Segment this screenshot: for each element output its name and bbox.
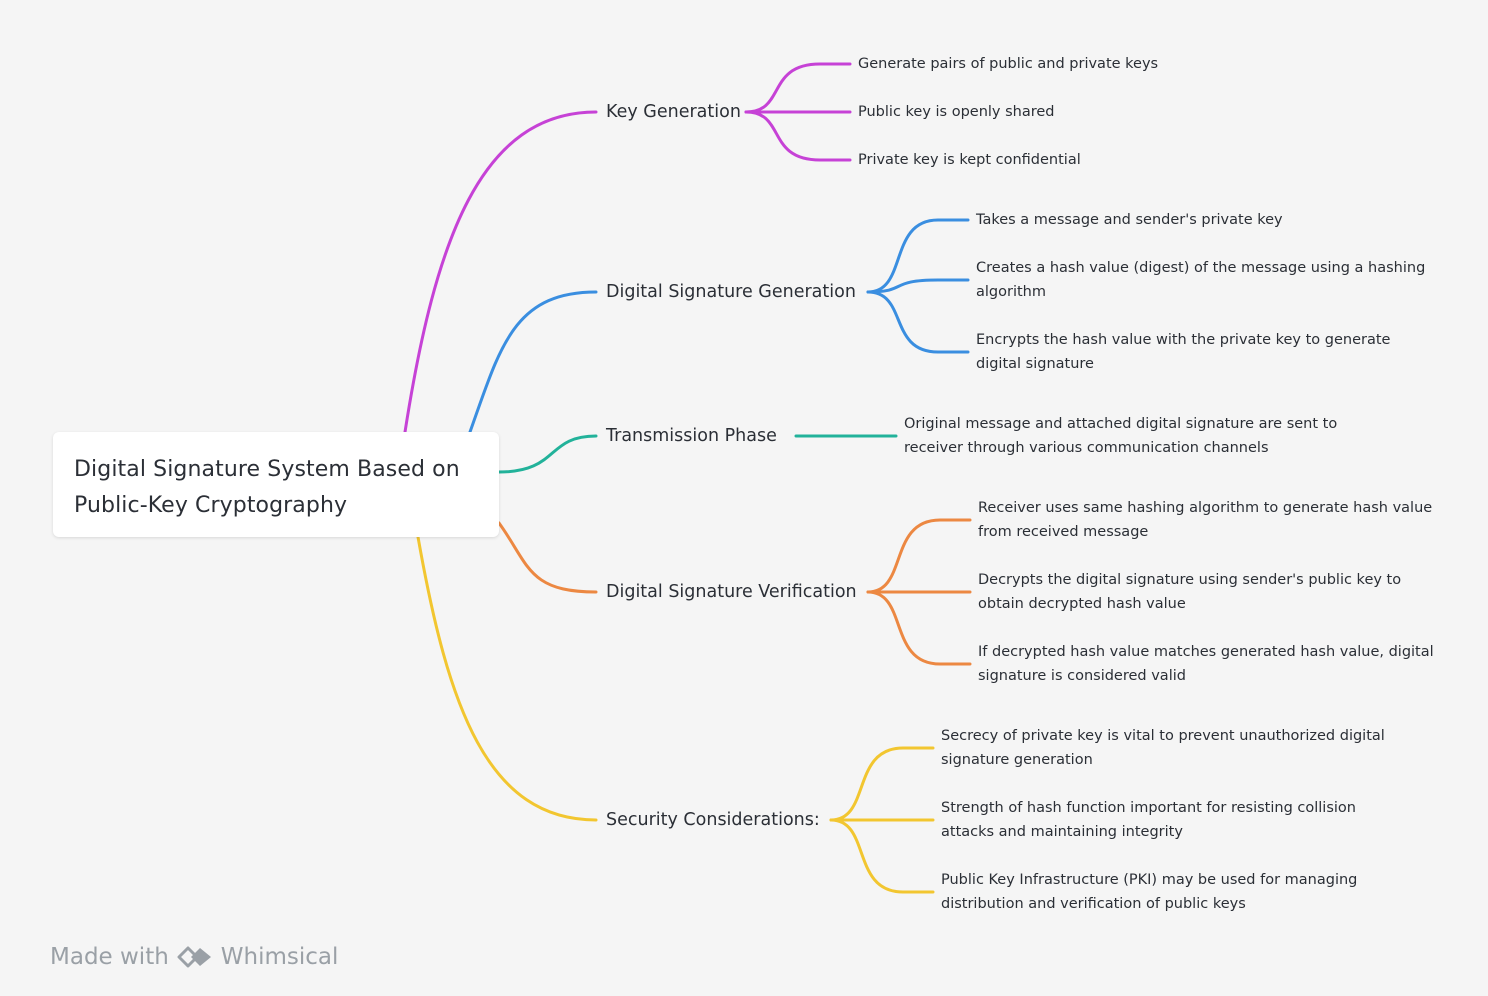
- leaf-connector: [744, 62, 852, 114]
- leaf-node[interactable]: Private key is kept confidential: [858, 152, 1081, 168]
- branch-label[interactable]: Key Generation: [606, 102, 741, 122]
- leaf-connector: [866, 290, 970, 354]
- leaf-connector: [744, 110, 852, 162]
- branch-connector: [403, 110, 598, 434]
- branch-connector: [416, 535, 598, 822]
- branch-label[interactable]: Digital Signature Generation: [606, 282, 856, 302]
- leaf-connector: [866, 590, 972, 666]
- branch-label[interactable]: Digital Signature Verification: [606, 582, 857, 602]
- root-node[interactable]: Digital Signature System Based on Public…: [53, 432, 499, 537]
- leaf-node[interactable]: Public key is openly shared: [858, 104, 1055, 120]
- leaf-node[interactable]: Creates a hash value (digest) of the mes…: [976, 260, 1426, 300]
- branch-connector: [497, 521, 598, 594]
- leaf-node[interactable]: Secrecy of private key is vital to preve…: [941, 728, 1385, 768]
- whimsical-logo-icon: [177, 944, 213, 970]
- leaf-node[interactable]: Takes a message and sender's private key: [976, 212, 1283, 228]
- branch-connector: [468, 290, 598, 434]
- leaf-node[interactable]: Generate pairs of public and private key…: [858, 56, 1159, 72]
- leaf-node[interactable]: Receiver uses same hashing algorithm to …: [978, 500, 1433, 540]
- leaf-node[interactable]: Original message and attached digital si…: [904, 416, 1338, 456]
- leaf-node[interactable]: If decrypted hash value matches generate…: [978, 644, 1434, 684]
- leaf-connector: [866, 278, 970, 294]
- root-title: Digital Signature System Based on Public…: [74, 457, 460, 518]
- footer-brand: Whimsical: [220, 944, 339, 970]
- leaf-connector: [829, 746, 935, 822]
- leaf-node[interactable]: Decrypts the digital signature using sen…: [978, 572, 1402, 612]
- leaf-node[interactable]: Encrypts the hash value with the private…: [976, 332, 1391, 372]
- leaf-connector: [866, 518, 972, 594]
- leaf-connector: [866, 218, 970, 294]
- leaf-connector: [829, 818, 935, 894]
- leaf-node[interactable]: Public Key Infrastructure (PKI) may be u…: [941, 872, 1358, 912]
- footer-prefix: Made with: [50, 944, 169, 970]
- made-with-whimsical-badge[interactable]: Made with Whimsical: [50, 940, 338, 974]
- branch-label[interactable]: Transmission Phase: [606, 426, 777, 446]
- branch-label[interactable]: Security Considerations:: [606, 810, 820, 830]
- branch-connector: [497, 434, 598, 474]
- leaf-node[interactable]: Strength of hash function important for …: [941, 800, 1356, 840]
